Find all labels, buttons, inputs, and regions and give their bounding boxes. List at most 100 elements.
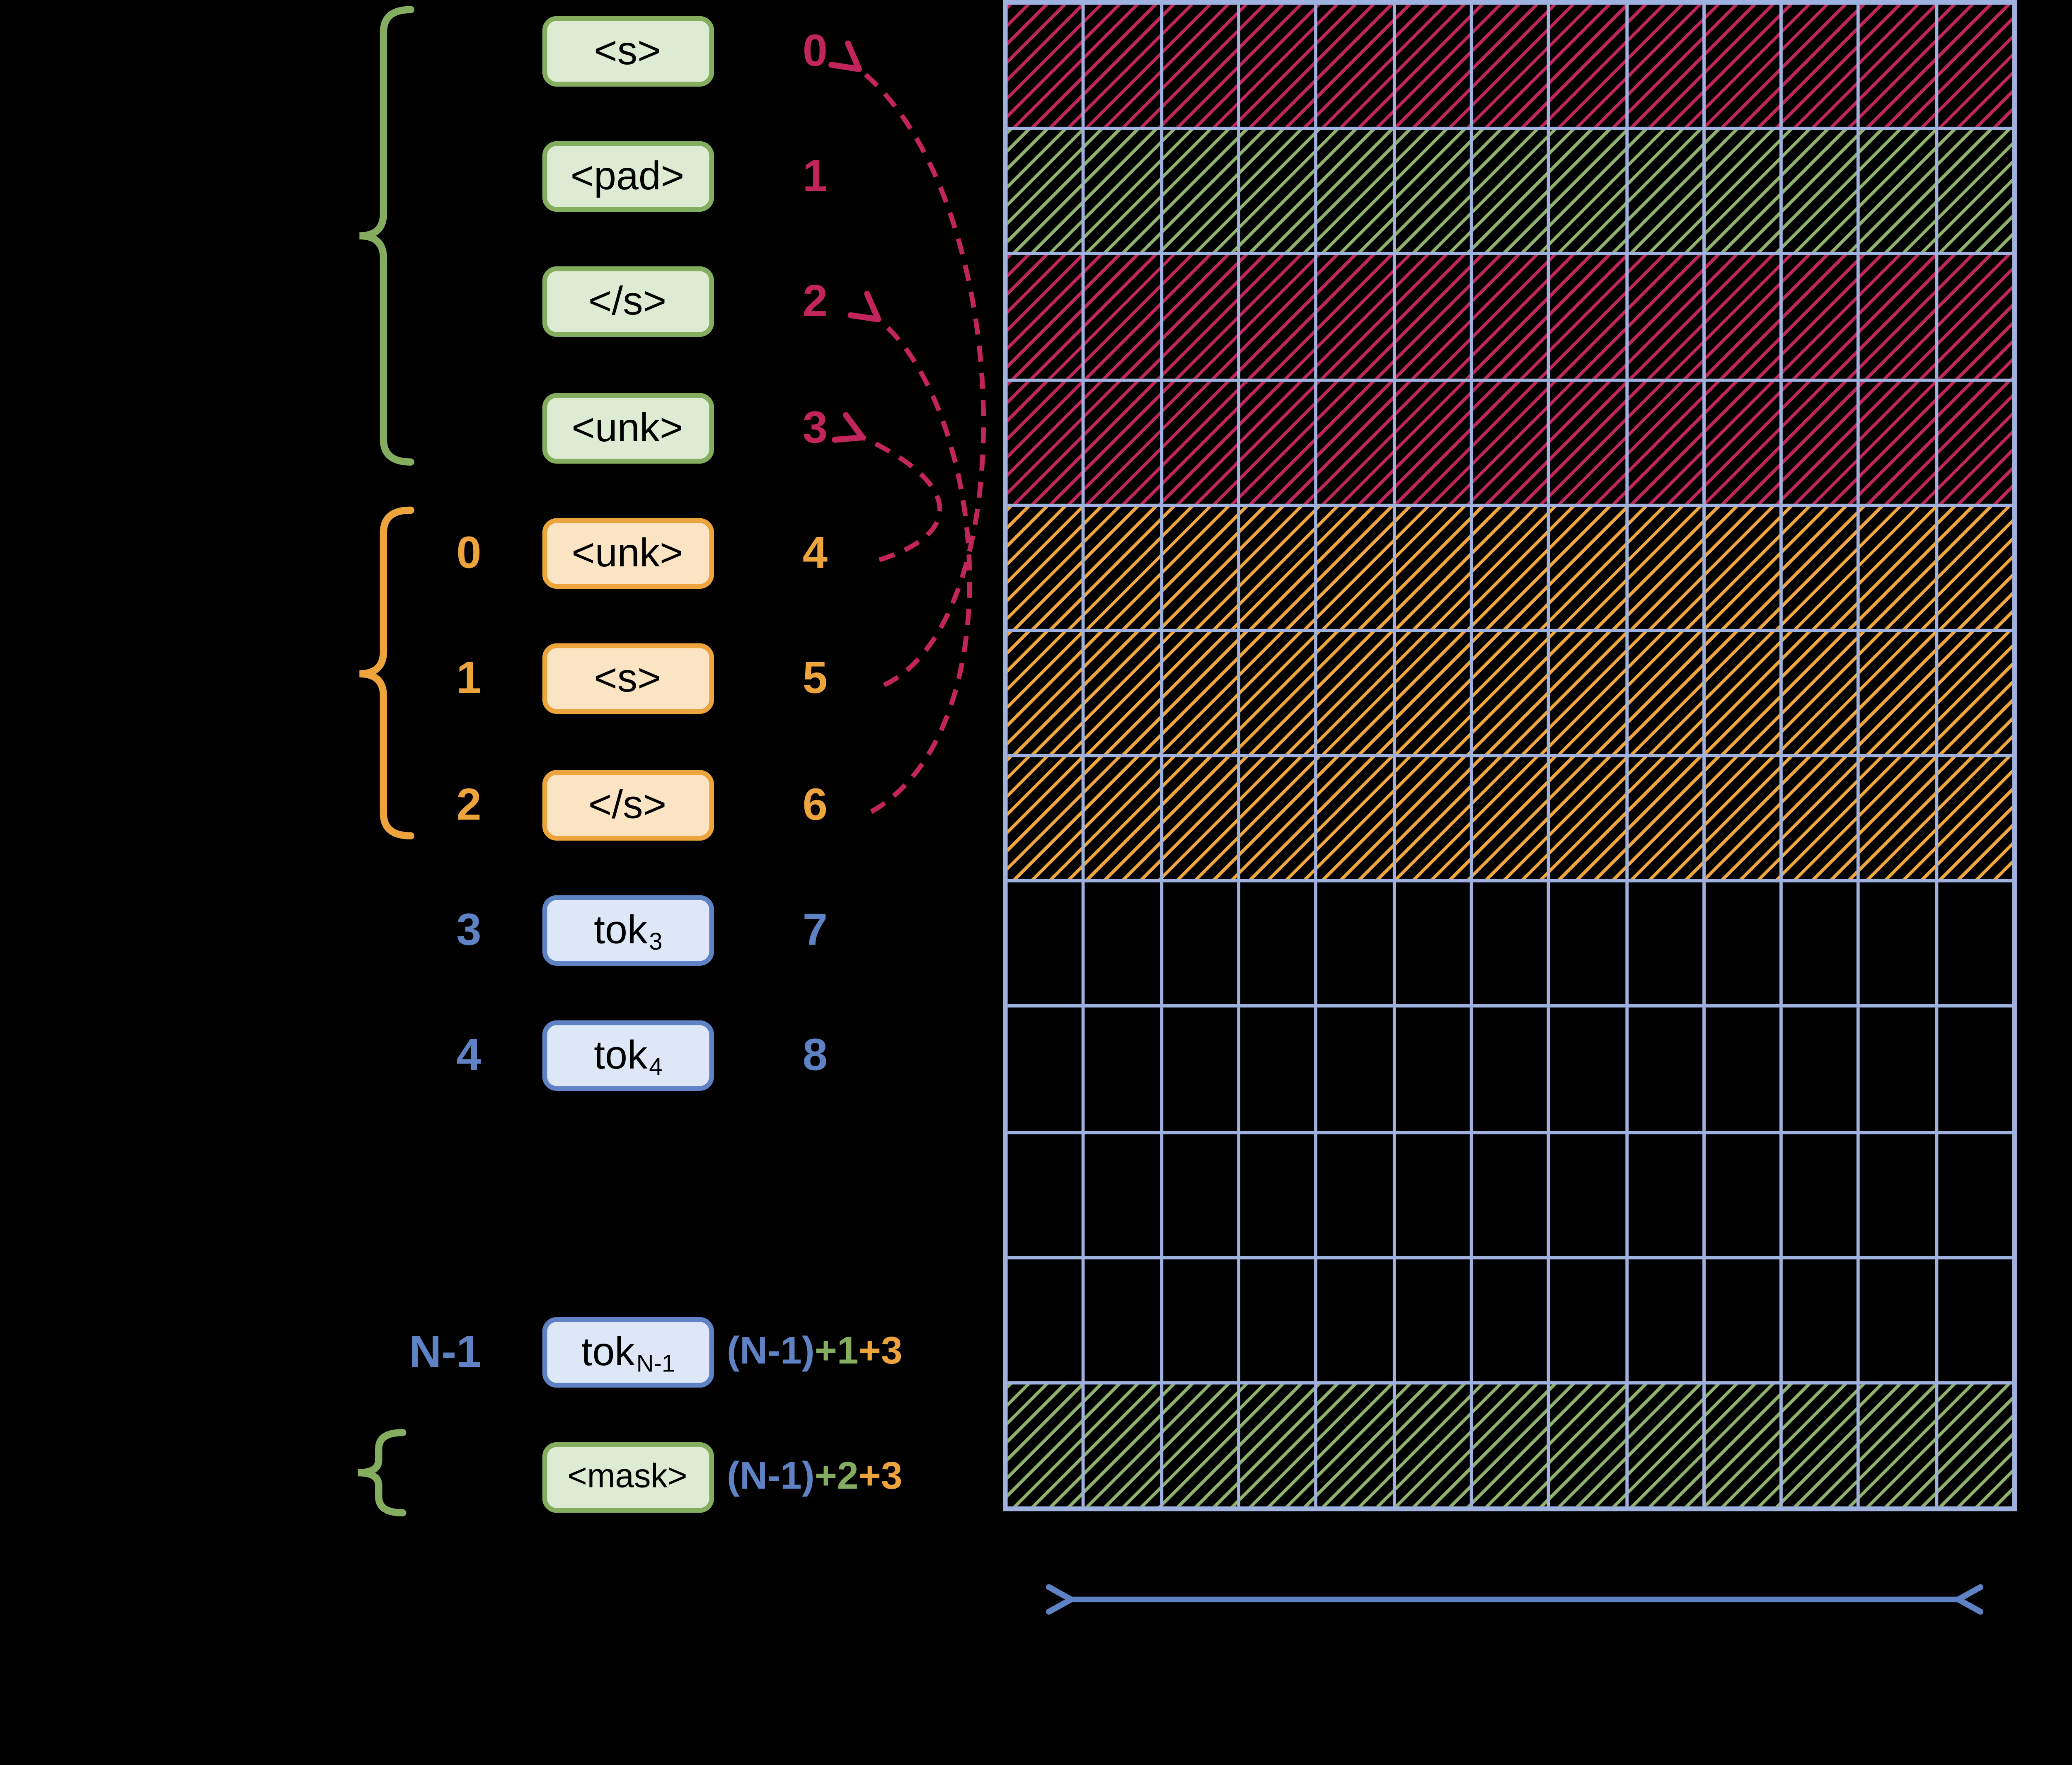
matrix-cell [1702,632,1779,754]
matrix-cell [1857,5,1935,127]
matrix-cell [1082,1008,1159,1131]
matrix-cell [1008,506,1082,629]
vocab-row-1: <pad> 1 [225,141,1123,212]
new-index: 0 [802,25,828,75]
matrix-cell [1857,130,1935,253]
token-label: <unk> [571,530,683,575]
matrix-cell [1779,130,1857,253]
matrix-cell [1314,1259,1392,1381]
matrix-cell [1392,632,1469,754]
token-label: </s> [588,782,667,827]
matrix-cell [1314,1133,1392,1256]
matrix-cell [1624,757,1702,880]
matrix-cell [1469,5,1547,127]
matrix-row-3 [1007,377,2012,503]
matrix-row-9 [1007,1130,2012,1256]
matrix-cell [1547,757,1624,880]
token-subscript: N-1 [636,1350,675,1378]
matrix-cell [1392,1384,1469,1507]
matrix-cell [1392,381,1469,503]
vocab-row-3: <unk> 3 [225,393,1123,464]
token-box: </s> [542,770,714,841]
vocab-row-10: <mask> (N-1)+2+3 [225,1442,1123,1513]
matrix-cell [1314,255,1392,378]
new-index: 8 [802,1030,828,1080]
matrix-cell [1082,5,1159,127]
matrix-cell [1702,381,1779,503]
token-box: <s> [542,643,714,714]
matrix-cell [1469,381,1547,503]
matrix-cell [1702,1008,1779,1131]
vocab-row-5: 1 <s> 5 [225,643,1123,714]
token-subscript: 3 [649,928,663,955]
matrix-cell [1237,1259,1314,1381]
matrix-cell [1159,632,1237,754]
matrix-cell [1469,1008,1547,1131]
matrix-cell [1082,1384,1159,1507]
matrix-cell [1392,1008,1469,1131]
matrix-cell [1237,506,1314,629]
token-label: tok [594,1032,648,1078]
matrix-cell [1392,130,1469,253]
matrix-cell [1857,1133,1935,1256]
new-index: 6 [802,779,828,829]
token-label: <mask> [567,1458,687,1495]
matrix-cell [1702,757,1779,880]
token-subscript: 4 [649,1053,663,1081]
matrix-cell [1008,1384,1082,1506]
matrix-cell [1008,882,1082,1005]
matrix-cell [1547,381,1624,503]
formula-part-green: +2 [814,1455,859,1499]
matrix-cell [1008,1259,1082,1381]
token-label: tok [581,1329,635,1374]
matrix-cell [1624,255,1702,378]
matrix-cell [1314,5,1392,127]
matrix-cell [1469,255,1547,378]
token-box: <unk> [542,518,714,589]
matrix-cell [1934,255,2012,378]
matrix-row-10 [1007,1255,2012,1381]
matrix-cell [1314,381,1392,503]
matrix-cell [1779,1384,1857,1507]
matrix-cell [1624,1259,1702,1381]
matrix-cell [1547,1008,1624,1131]
matrix-cell [1237,1384,1314,1507]
matrix-cell [1857,1008,1935,1131]
matrix-cell [1934,1008,2012,1131]
vocab-row-4: 0 <unk> 4 [225,518,1123,589]
matrix-cell [1082,1259,1159,1381]
matrix-cell [1082,255,1159,378]
matrix-cell [1159,882,1237,1005]
matrix-row-11 [1007,1381,2012,1507]
matrix-cell [1159,255,1237,378]
token-box: <unk> [542,393,714,464]
matrix-cell [1008,632,1082,754]
matrix-cell [1469,1384,1547,1507]
matrix-cell [1779,1259,1857,1381]
matrix-cell [1547,506,1624,629]
matrix-cell [1159,1259,1237,1381]
matrix-cell [1779,381,1857,503]
matrix-cell [1469,506,1547,629]
matrix-cell [1237,1133,1314,1256]
matrix-cell [1082,632,1159,754]
matrix-row-4 [1007,503,2012,629]
matrix-cell [1237,1008,1314,1131]
formula-part-green: +1 [814,1330,859,1373]
matrix-cell [1082,130,1159,253]
token-box: <mask> [542,1442,714,1513]
matrix-cell [1934,882,2012,1005]
matrix-cell [1624,1008,1702,1131]
new-index-formula: (N-1)+1+3 [727,1330,903,1373]
matrix-cell [1469,1259,1547,1381]
matrix-cell [1779,882,1857,1005]
matrix-cell [1314,506,1392,629]
matrix-cell [1547,1384,1624,1507]
matrix-cell [1934,5,2012,127]
new-index-formula: (N-1)+2+3 [727,1458,903,1497]
matrix-cell [1779,757,1857,880]
